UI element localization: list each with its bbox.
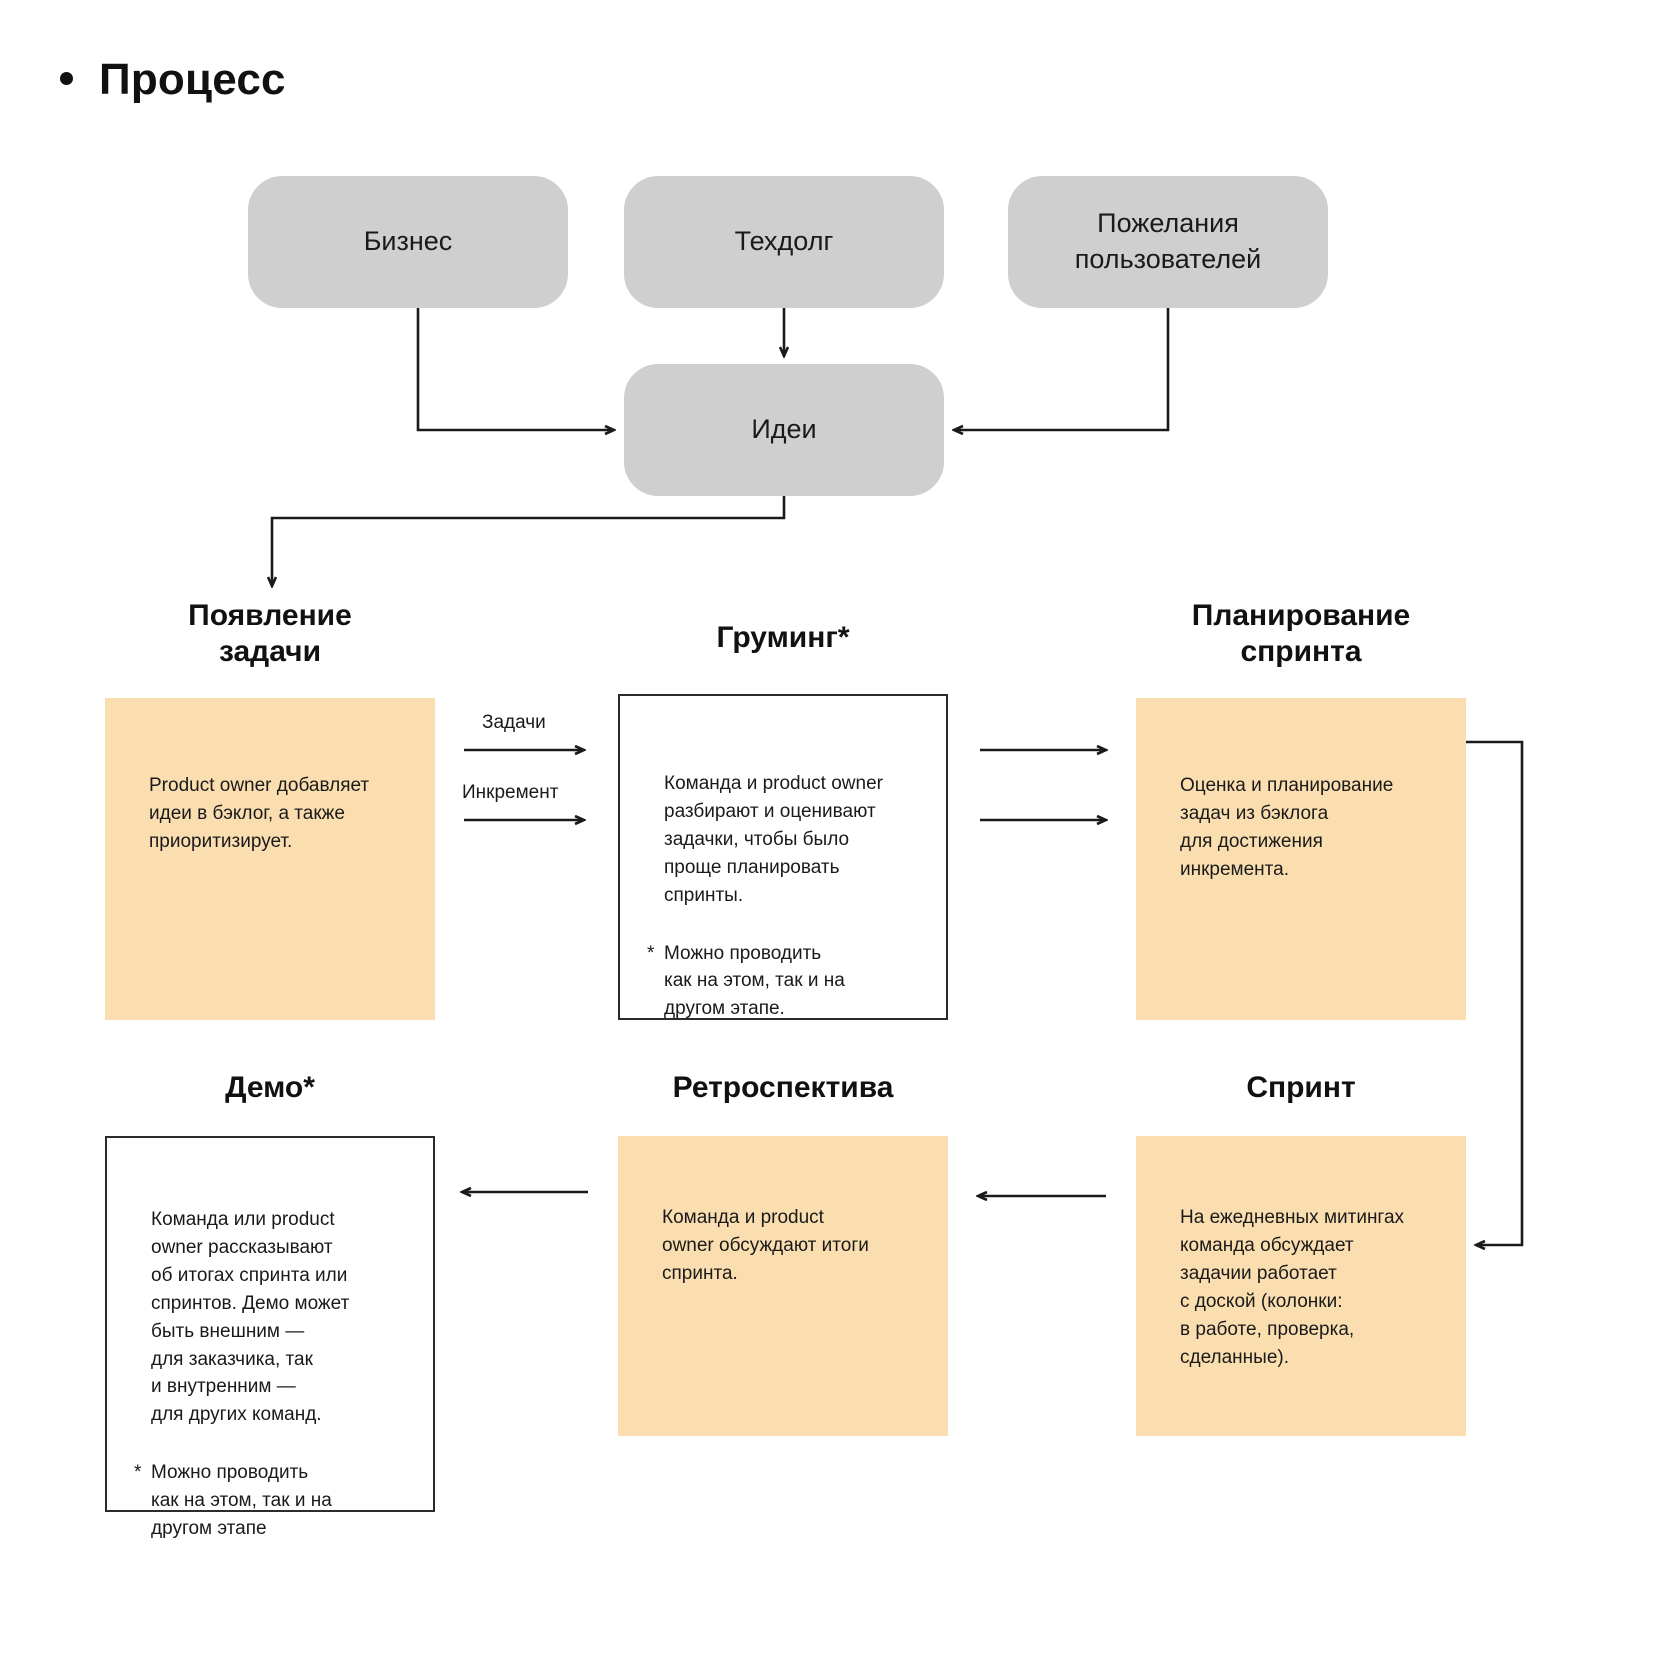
stage-panel-task-appearance[interactable]: Product owner добавляет идеи в бэклог, а… [105,698,435,1020]
arrow-users-to-ideas [954,308,1170,430]
stage-panel-sprint-planning-body: Оценка и планирование задач из бэклога д… [1180,774,1394,880]
asterisk-marker: * [134,1462,142,1484]
bullet-dot-icon [60,72,73,85]
arrow-planning-to-sprint [1466,740,1524,1245]
stage-heading-retrospective: Ретроспектива [672,1071,894,1104]
arrow-ideas-to-task [272,496,786,586]
source-box-business[interactable]: Бизнес [248,176,568,308]
stage-panel-sprint-body: На ежедневных митингах команда обсуждает… [1180,1206,1405,1368]
source-box-user-wishes-label: Пожелания пользователей [1074,208,1262,274]
page-title: Процесс [99,55,286,104]
stage-panel-demo-note-text: Можно проводить как на этом, так и на др… [151,1462,332,1540]
source-box-techdebt-label: Техдолг [734,226,834,257]
stage-heading-task-appearance: Появление задачи [188,599,352,668]
stage-heading-sprint: Спринт [1246,1071,1356,1104]
stage-panel-task-appearance-body: Product owner добавляет идеи в бэклог, а… [149,774,370,852]
stage-panel-sprint[interactable]: На ежедневных митингах команда обсуждает… [1136,1136,1466,1436]
stage-panel-retrospective[interactable]: Команда и product owner обсуждают итоги … [618,1136,948,1436]
source-box-ideas[interactable]: Идеи [624,364,944,496]
arrow-business-to-ideas [416,308,614,430]
source-box-ideas-label: Идеи [751,414,817,445]
source-box-techdebt[interactable]: Техдолг [624,176,944,308]
source-box-business-label: Бизнес [363,226,453,257]
stage-heading-grooming: Груминг* [716,621,850,654]
stage-panel-demo-body: Команда или product owner рассказывают о… [151,1208,350,1426]
stage-panel-demo-note: * Можно проводить как на этом, так и на д… [134,1459,397,1543]
source-box-user-wishes[interactable]: Пожелания пользователей [1008,176,1328,308]
stage-heading-sprint-planning: Планирование спринта [1191,599,1411,668]
stage-panel-retrospective-body: Команда и product owner обсуждают итоги … [662,1206,869,1284]
stage-panel-grooming-body: Команда и product owner разбирают и оцен… [664,772,883,906]
stage-panel-sprint-planning[interactable]: Оценка и планирование задач из бэклога д… [1136,698,1466,1020]
page-title-row: Процесс [60,58,286,102]
stage-panel-demo[interactable]: Команда или product owner рассказывают о… [105,1136,435,1539]
stage-panel-grooming-note-text: Можно проводить как на этом, так и на др… [664,942,845,1020]
stage-heading-demo: Демо* [225,1071,315,1104]
arrow-label-increment: Инкремент [462,782,559,803]
stage-panel-grooming-note: * Можно проводить как на этом, так и на д… [647,940,910,1024]
stage-panel-grooming[interactable]: Команда и product owner разбирают и оцен… [618,694,948,1020]
arrow-label-tasks: Задачи [482,712,546,733]
asterisk-marker: * [647,942,655,964]
